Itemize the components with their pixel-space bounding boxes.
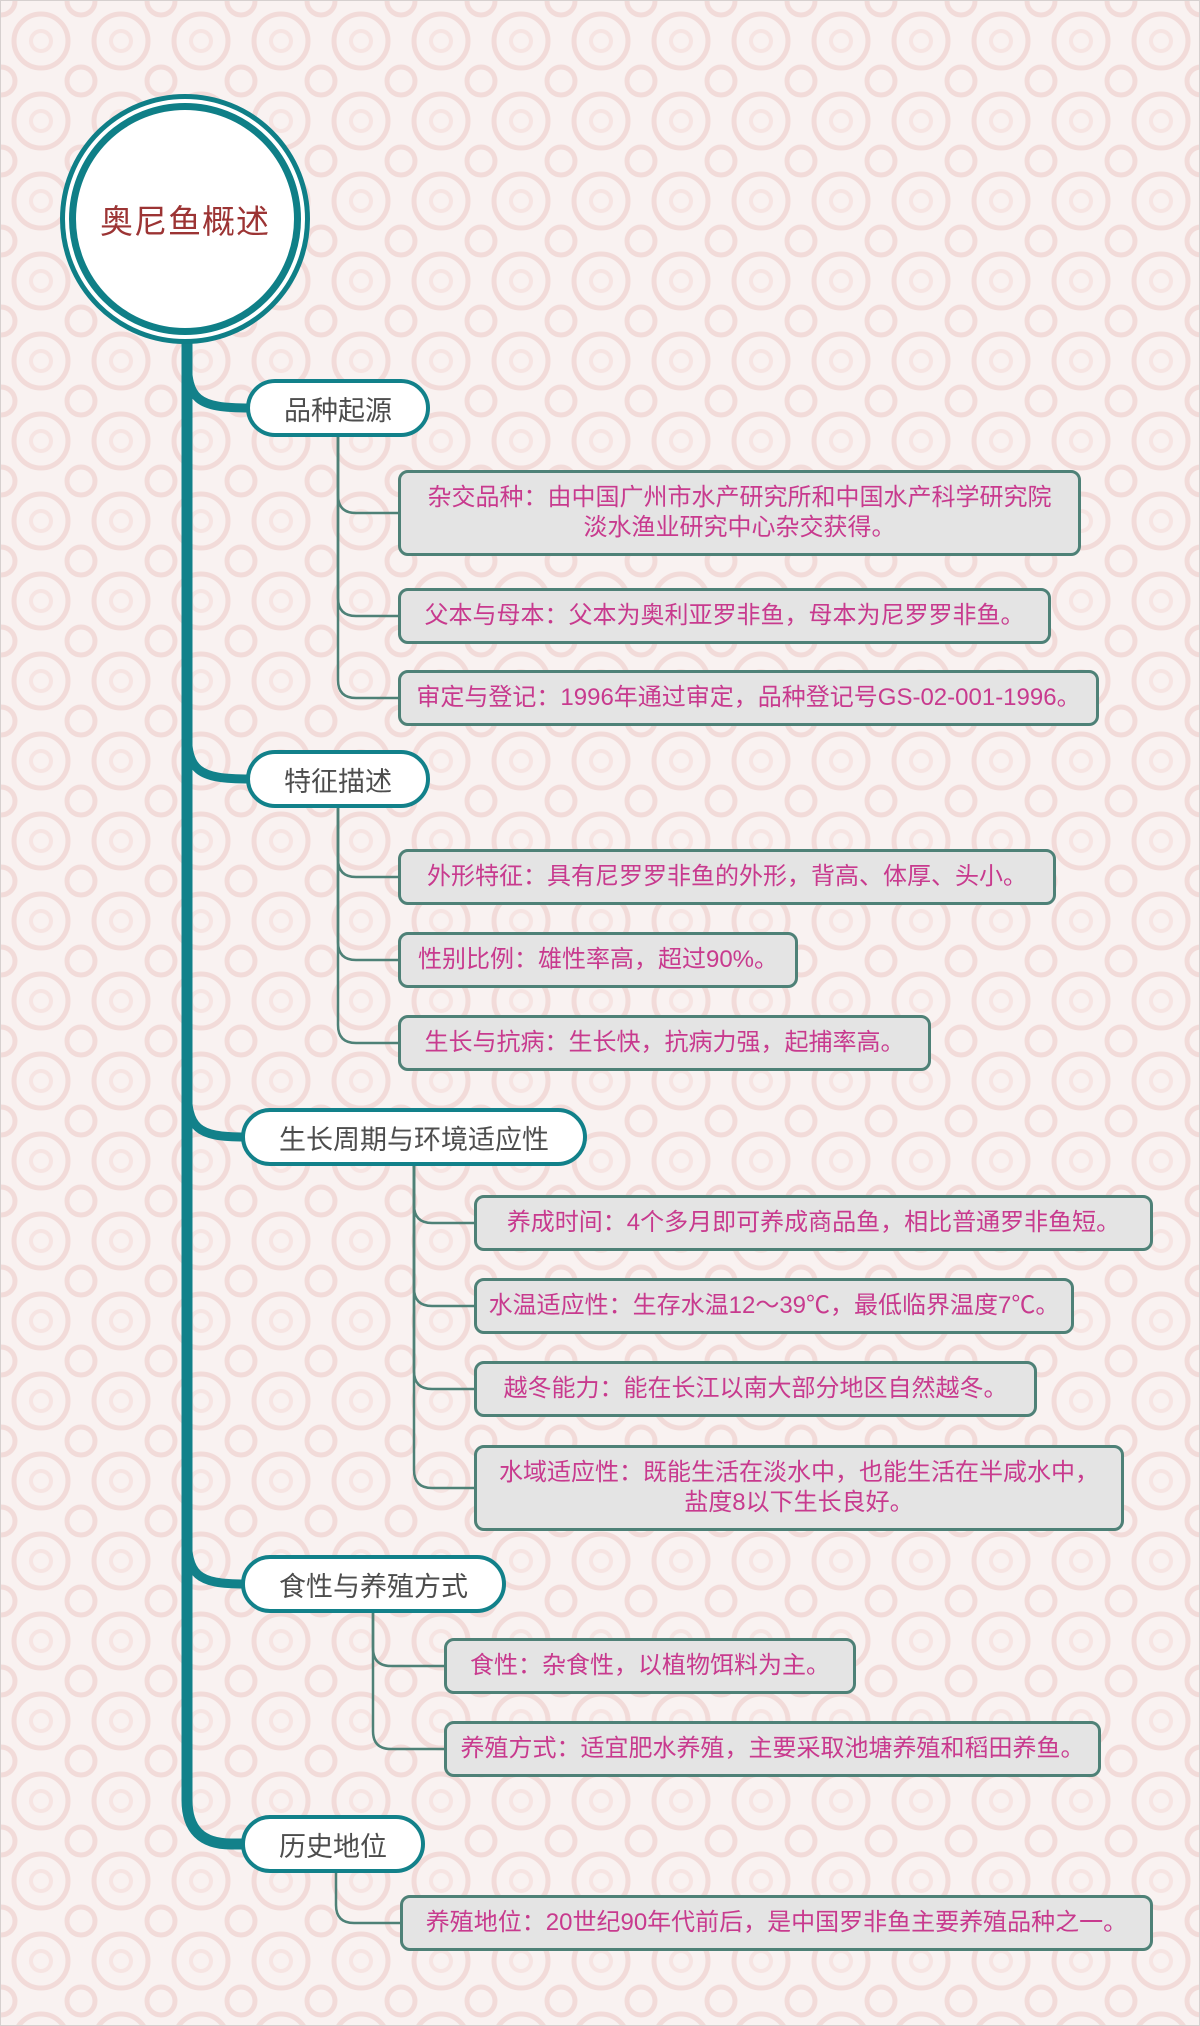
leaf-node-registration[interactable]: 审定与登记：1996年通过审定，品种登记号GS-02-001-1996。 bbox=[398, 670, 1099, 726]
branch-node-feeding-farming[interactable]: 食性与养殖方式 bbox=[241, 1555, 506, 1613]
leaf-node-hybrid-variety[interactable]: 杂交品种：由中国广州市水产研究所和中国水产科学研究院 淡水渔业研究中心杂交获得。 bbox=[398, 470, 1081, 556]
leaf-node-appearance[interactable]: 外形特征：具有尼罗罗非鱼的外形，背高、体厚、头小。 bbox=[398, 849, 1056, 905]
root-label: 奥尼鱼概述 bbox=[100, 203, 270, 240]
branch-node-feature-description[interactable]: 特征描述 bbox=[246, 750, 430, 808]
leaf-node-grow-out-time[interactable]: 养成时间：4个多月即可养成商品鱼，相比普通罗非鱼短。 bbox=[474, 1195, 1153, 1251]
leaf-node-farming-method[interactable]: 养殖方式：适宜肥水养殖，主要采取池塘养殖和稻田养鱼。 bbox=[444, 1721, 1101, 1777]
trunk-line bbox=[181, 295, 251, 1850]
leaf-node-farming-status[interactable]: 养殖地位：20世纪90年代前后，是中国罗非鱼主要养殖品种之一。 bbox=[400, 1895, 1153, 1951]
leaf-node-water-adaptability[interactable]: 水域适应性：既能生活在淡水中，也能生活在半咸水中， 盐度8以下生长良好。 bbox=[474, 1445, 1124, 1531]
leaf-connector-5-1 bbox=[334, 1873, 400, 1925]
leaf-connector-1-3 bbox=[336, 437, 398, 700]
branch-connector-feature-description bbox=[182, 722, 255, 784]
leaf-node-parents[interactable]: 父本与母本：父本为奥利亚罗非鱼，母本为尼罗罗非鱼。 bbox=[398, 588, 1051, 644]
leaf-connector-4-2 bbox=[371, 1613, 444, 1751]
branch-connector-feeding-farming bbox=[182, 1527, 250, 1589]
branch-node-breed-origin[interactable]: 品种起源 bbox=[246, 379, 430, 437]
root-node-inner-ring: 奥尼鱼概述 bbox=[69, 103, 301, 335]
leaf-connector-3-4 bbox=[412, 1166, 474, 1490]
leaf-node-sex-ratio[interactable]: 性别比例：雄性率高，超过90%。 bbox=[398, 932, 798, 988]
leaf-node-overwintering[interactable]: 越冬能力：能在长江以南大部分地区自然越冬。 bbox=[474, 1361, 1037, 1417]
branch-connector-growth-adaptability bbox=[182, 1080, 250, 1142]
root-node[interactable]: 奥尼鱼概述 bbox=[60, 94, 310, 344]
leaf-connector-2-3 bbox=[336, 808, 398, 1045]
branch-connector-breed-origin bbox=[182, 351, 255, 413]
leaf-node-growth-disease[interactable]: 生长与抗病：生长快，抗病力强，起捕率高。 bbox=[398, 1015, 931, 1071]
leaf-node-water-temperature[interactable]: 水温适应性：生存水温12～39℃，最低临界温度7℃。 bbox=[474, 1278, 1074, 1334]
branch-node-growth-adaptability[interactable]: 生长周期与环境适应性 bbox=[241, 1108, 587, 1166]
leaf-node-diet[interactable]: 食性：杂食性，以植物饵料为主。 bbox=[444, 1638, 856, 1694]
branch-node-historical-status[interactable]: 历史地位 bbox=[241, 1815, 425, 1873]
